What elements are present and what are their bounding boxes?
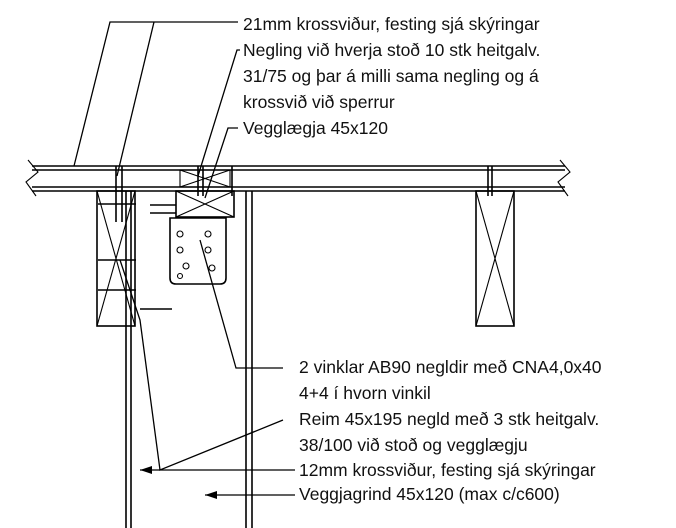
nails (98, 166, 493, 291)
label-wall-sheathing: 12mm krossviður, festing sjá skýringar (299, 460, 596, 480)
label-nailing-2: 31/75 og þar á milli sama negling og á (243, 66, 539, 86)
annotation-text: 21mm krossviður, festing sjá skýringar N… (243, 14, 602, 504)
label-strap-1: Reim 45x195 negld með 3 stk heitgalv. (299, 409, 599, 429)
right-stud (475, 190, 515, 327)
label-brackets-1: 2 vinklar AB90 negldir með CNA4,0x40 (299, 357, 602, 377)
label-wall-frame: Veggjagrind 45x120 (max c/c600) (299, 484, 560, 504)
label-wall-plate: Vegglægja 45x120 (243, 118, 388, 138)
wall-frame-lines (125, 191, 253, 528)
wall-plate-member (175, 190, 235, 218)
label-brackets-2: 4+4 í hvorn vinkil (299, 383, 431, 403)
leader-lines (73, 21, 295, 496)
joist-section (179, 169, 231, 188)
arrowheads (140, 466, 217, 499)
label-roof-sheathing: 21mm krossviður, festing sjá skýringar (243, 14, 540, 34)
label-nailing-3: krossvið við sperrur (243, 92, 395, 112)
label-strap-2: 38/100 við stoð og vegglægju (299, 435, 528, 455)
label-nailing-1: Negling við hverja stoð 10 stk heitgalv. (243, 40, 540, 60)
angle-bracket-ab90 (169, 217, 227, 285)
